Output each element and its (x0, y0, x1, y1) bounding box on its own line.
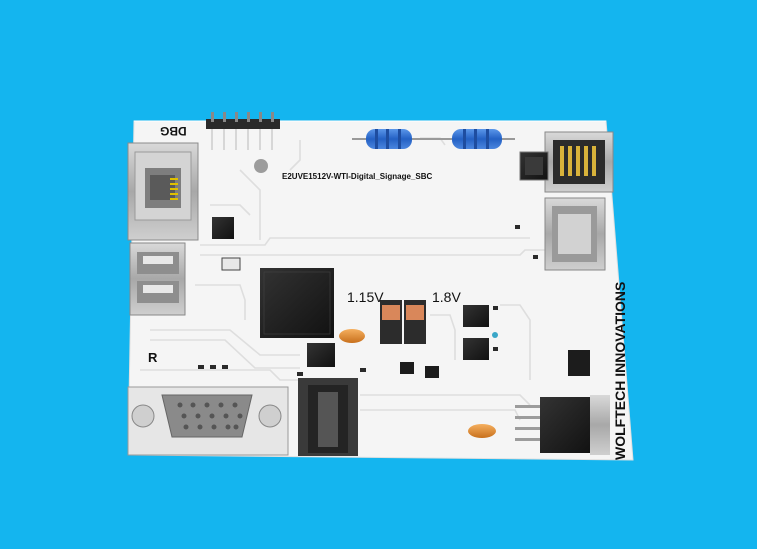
company-label: WOLFTECH INNOVATIONS (612, 281, 628, 460)
voltage-regulator (515, 395, 610, 455)
phy-chip (212, 217, 234, 239)
ethernet-port (127, 142, 199, 241)
reset-label: R (148, 350, 158, 365)
resistor-1 (352, 129, 440, 149)
power-ic (307, 343, 335, 367)
usb-port-right (544, 197, 606, 271)
main-soc (260, 268, 334, 338)
led (492, 332, 498, 338)
regulator-1 (463, 305, 489, 327)
rail-label-2: 1.8V (432, 289, 461, 305)
sot-chip (568, 350, 590, 376)
mounting-hole (254, 159, 268, 173)
sd-card-slot (544, 131, 614, 193)
smd-components (198, 225, 538, 376)
transistor-2 (425, 366, 439, 378)
capacitor-2 (468, 424, 496, 438)
board-title: E2UVE1512V-WTI-Digital_Signage_SBC (282, 172, 433, 181)
debug-header-label: DBG (160, 124, 187, 138)
regulator-2 (463, 338, 489, 360)
inductor-1 (380, 300, 402, 344)
debug-pin-header (206, 112, 280, 150)
pcb-board (127, 120, 634, 461)
resistor-2 (438, 129, 515, 149)
vga-port (127, 386, 289, 456)
usb-port-left (129, 242, 186, 316)
transistor-1 (400, 362, 414, 374)
inductor-small (221, 257, 241, 271)
rail-label-1: 1.15V (347, 289, 384, 305)
crystal-chip (519, 151, 549, 181)
traces (140, 137, 545, 421)
inductor-2 (404, 300, 426, 344)
capacitor-1 (339, 329, 365, 343)
dc-jack (298, 378, 358, 456)
